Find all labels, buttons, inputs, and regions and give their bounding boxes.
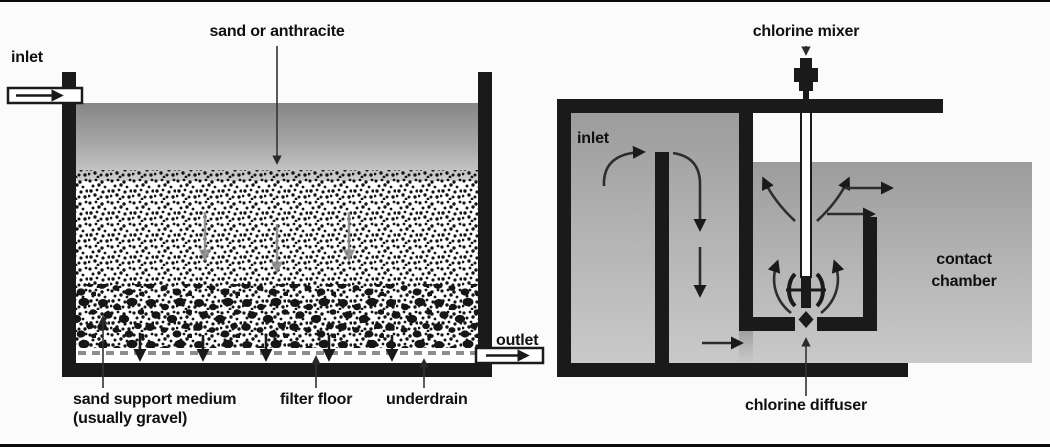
mix-compartment-floor-right [817,317,877,331]
filter-inlet-label: inlet [11,49,43,66]
chamber-floor [557,363,908,377]
diffuser-nozzle [798,311,814,328]
underpass-water [739,329,753,363]
mix-compartment-floor-left [739,317,795,331]
gravel-layer [76,284,478,348]
underdrain-flow-arrows [133,335,399,362]
mixer-assembly [786,58,826,328]
support-medium-label: sand support medium (usually gravel) [73,390,237,428]
impeller-hub [801,276,811,308]
impeller-blade-left [787,272,797,308]
mixer-motor-base [799,82,813,91]
chlorine-diffuser-label: chlorine diffuser [745,397,867,414]
mixer-shaft-fill [802,113,810,278]
support-medium-label-line2: (usually gravel) [73,410,188,427]
baffle-wall-1 [655,152,669,363]
baffle-wall-2 [739,113,753,329]
diffuser-plume-left-arrow [767,259,792,315]
chamber-water [753,162,1032,363]
mixer-coupling [803,91,809,100]
mixer-motor-body [794,68,818,82]
mix-rise-right-arrow [816,176,851,222]
media-label: sand or anthracite [209,23,345,40]
mixer-motor-top [800,58,812,68]
mix-rise-left-arrow [761,176,796,222]
outer-left-wall [557,99,571,377]
baffle-wall-3 [863,217,877,331]
underdrain-label: underdrain [386,391,468,408]
chlorine-contact-diagram [557,46,1032,396]
inlet-flow-arrow [602,145,646,187]
filter-floor-label: filter floor [280,391,353,408]
filter-outlet-label: outlet [496,332,539,349]
tank-floor [62,363,492,377]
chamber-inlet-label: inlet [577,130,609,147]
diffuser-plume-right-arrow [820,259,845,315]
impeller-blade-right [815,272,825,308]
tank-right-wall [478,72,492,377]
percolation-arrows [198,212,356,274]
support-medium-label-line1: sand support medium [73,391,237,408]
contact-chamber-label: contact chamber [931,251,997,290]
flow-arrows [602,145,894,350]
sand-filter-diagram [6,46,545,388]
inlet-pipe [6,86,84,105]
chlorine-mixer-label: chlorine mixer [752,23,860,40]
tank-left-wall [62,72,76,377]
top-slab [557,99,943,113]
filter-label-pointers [98,46,429,388]
outlet-pipe [474,346,545,365]
over-baffle-down-arrow [672,151,707,232]
